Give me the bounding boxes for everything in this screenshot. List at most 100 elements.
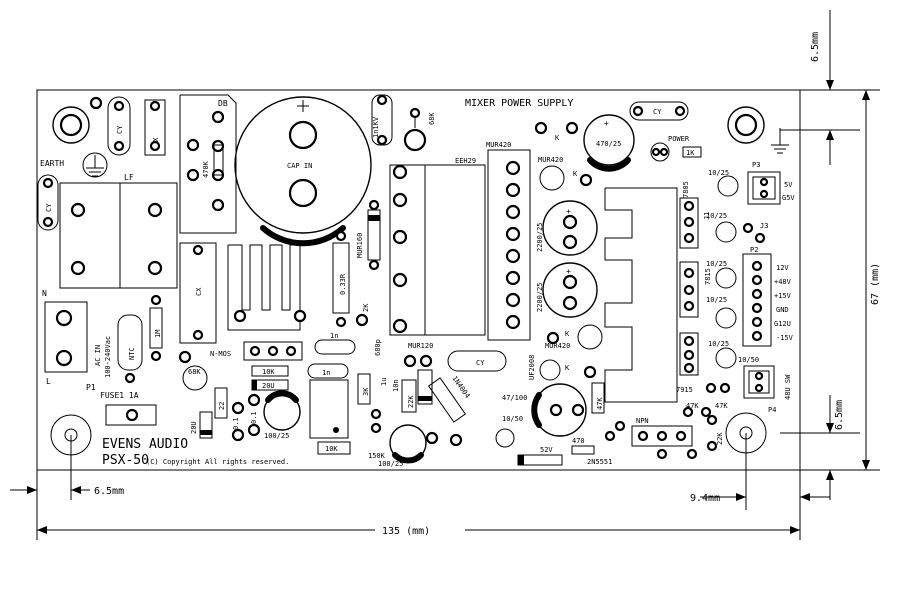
label-db: DB (218, 99, 228, 108)
label-150k: 150K (368, 452, 386, 460)
pad (89, 96, 103, 110)
label-nmos: N-MOS (210, 350, 231, 358)
label-1n1kv: 1n1KV (372, 116, 380, 138)
mount-hole-top-left (52, 106, 90, 144)
res-0-33r (332, 242, 350, 314)
dim-arrow (826, 130, 834, 140)
label-3k: 3K (362, 387, 370, 396)
label-ac-in: AC IN (94, 345, 102, 366)
label-p2-m15v: -15V (776, 334, 794, 342)
label-0-1-a: 0.1 (232, 417, 240, 430)
label-22k-1: 22K (716, 432, 724, 445)
cap-cy4 (447, 350, 507, 372)
cap-10-25-e (715, 347, 737, 369)
transistor-npn (631, 425, 693, 447)
cap-cy3 (629, 101, 689, 121)
label-p2-gnd: GND (776, 306, 789, 314)
label-npn: NPN (636, 417, 649, 425)
label-2n5551: 2N5551 (587, 458, 612, 466)
dim-arrow (790, 526, 800, 534)
cap-cy1 (107, 96, 131, 156)
res-470k (213, 144, 224, 176)
label-47k-1: 47K (686, 402, 699, 410)
label-1n4004: 1N4004 (450, 375, 471, 400)
rectifier-mur420 (487, 149, 531, 341)
dim-arrow (826, 470, 834, 480)
label-mur420-c: MUR420 (545, 342, 570, 350)
label-k4: K (565, 364, 570, 372)
dim-height: 67 (mm) (870, 263, 881, 305)
label-earth: EARTH (40, 159, 64, 168)
label-470-25: 470/25 (596, 140, 621, 148)
board-outline (36, 89, 801, 471)
label-48v-sw: 48U SW (784, 374, 792, 400)
label-mur160: MUR160 (356, 233, 364, 258)
label-cy3: CY (653, 108, 662, 116)
res-10k-b (317, 441, 351, 455)
label-470: 470 (572, 437, 585, 445)
label-l: L (46, 377, 51, 386)
cap-10-25-b (715, 221, 737, 243)
dim-arrow (826, 80, 834, 90)
diode-1n4004 (427, 377, 467, 423)
label-cy4: CY (476, 359, 485, 367)
label-47k-2: 47K (715, 402, 728, 410)
dim-width-bg (375, 524, 465, 536)
zener-20v-b (199, 411, 213, 439)
res-3k (357, 373, 371, 405)
fuse-1a (105, 404, 157, 426)
heatsink-mosfet (227, 244, 301, 331)
res-22 (214, 387, 228, 419)
label-2k: 2K (362, 303, 370, 312)
res-22k-b (401, 379, 417, 413)
heatsink-regulators (604, 187, 678, 403)
res-470 (571, 445, 595, 455)
cap-1n-b (307, 363, 349, 379)
svg-text:+: + (566, 207, 571, 216)
dim-arrow (736, 493, 746, 501)
label-lf: LF (124, 173, 134, 182)
label-10-25-c: 10/25 (706, 260, 727, 268)
dim-arrow (862, 460, 870, 470)
label-0-1-b: 0.1 (250, 411, 258, 424)
label-68k-1: 68K (428, 112, 436, 125)
dim-left-margin: 6.5mm (94, 486, 124, 497)
cap-10-25-a (717, 175, 739, 197)
label-20v-b: 20U (190, 421, 198, 434)
label-p3-g5v: G5V (782, 194, 795, 202)
label-p2: P2 (750, 246, 758, 254)
label-cap-in: CAP IN (287, 162, 312, 170)
connector-p2 (742, 253, 772, 347)
label-p4: P4 (768, 406, 776, 414)
label-k2: K (573, 170, 578, 178)
dim-top-margin: 6.5mm (810, 32, 821, 62)
label-fuse: FUSE1 1A (100, 391, 139, 400)
board-model: PSX-50 (102, 453, 149, 468)
label-uf2008: UF2008 (528, 355, 536, 380)
label-10-25-a: 10/25 (708, 169, 729, 177)
label-j1: J1 (703, 212, 711, 220)
dim-arrow (37, 526, 47, 534)
label-1k: 1K (686, 149, 695, 157)
thermistor-ntc (117, 314, 143, 371)
cap-cx2 (179, 242, 217, 344)
label-k3: K (565, 330, 570, 338)
diode-mur120 (417, 369, 433, 405)
label-47-100: 47/100 (502, 394, 527, 402)
label-ac-range: 100-240Vac (104, 336, 112, 378)
dim-arrow (800, 493, 810, 501)
dim-arrow (71, 486, 81, 494)
label-power: POWER (668, 135, 690, 143)
mount-hole-bottom-right (725, 412, 767, 454)
label-eeh29: EEH29 (455, 157, 476, 165)
reg-7805 (679, 197, 699, 249)
transformer-eeh29 (389, 164, 486, 336)
dim-arrow (826, 423, 834, 433)
cap-cx1 (144, 99, 166, 156)
cap-1n-a (314, 339, 356, 355)
label-47k-3: 47K (596, 397, 604, 410)
label-68k-2: 68K (188, 368, 201, 376)
label-mur420-b: MUR420 (538, 156, 563, 164)
board-title: MIXER POWER SUPPLY (465, 98, 573, 109)
label-k1: K (555, 134, 560, 142)
